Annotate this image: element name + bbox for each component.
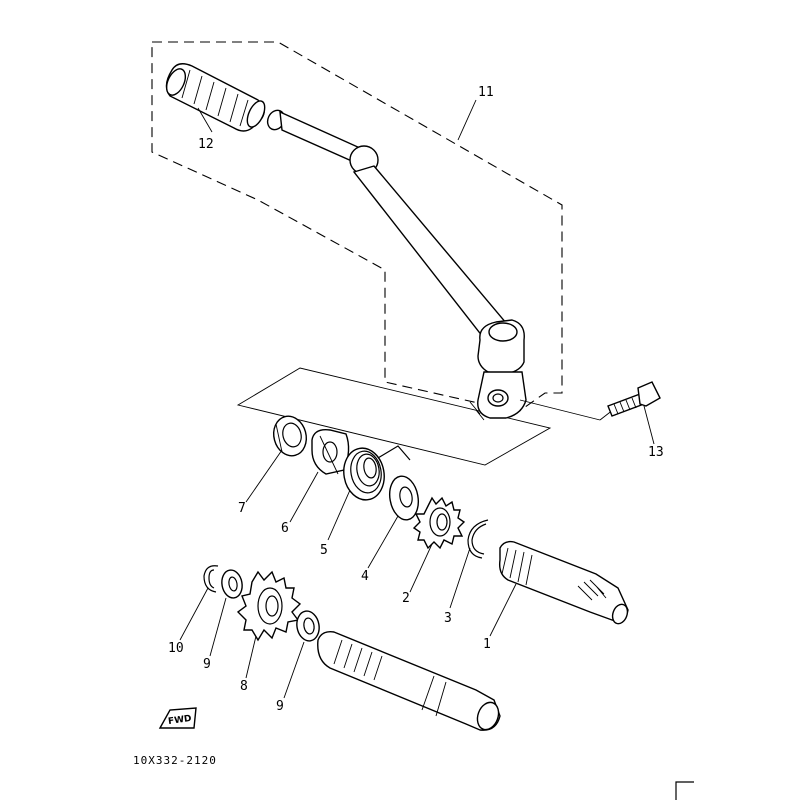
shaft-assembly-plane: [236, 367, 552, 466]
crank-bolt: [519, 381, 661, 421]
part-4-washer: [388, 475, 420, 521]
part-7-seal: [273, 415, 307, 457]
kick-grip: [165, 63, 266, 132]
label-part-12: 12: [198, 137, 214, 152]
part-5-torsion-spring: [343, 445, 411, 501]
label-part-13: 13: [648, 445, 664, 460]
label-part-9-lower: 9: [276, 699, 284, 714]
label-part-2: 2: [402, 591, 410, 606]
part-3-circlip: [467, 519, 489, 559]
part-8-idle-gear: [236, 570, 302, 642]
fwd-arrow-badge: FWD: [158, 707, 197, 729]
part-1-kick-axle: [498, 540, 629, 625]
part-2-kick-gear: [412, 496, 466, 550]
leader-lines: [179, 99, 655, 699]
kick-crank-arm: [266, 109, 527, 421]
label-part-8: 8: [240, 679, 248, 694]
diagram-code: 10X332-2120: [133, 754, 217, 767]
corner-mark: [675, 781, 694, 800]
main-axle-shaft: [317, 630, 501, 731]
part-6-spring-guide: [311, 429, 350, 475]
label-part-5: 5: [320, 543, 328, 558]
label-part-1: 1: [483, 637, 491, 652]
label-part-9-upper: 9: [203, 657, 211, 672]
part-10-circlip: [203, 565, 219, 593]
label-part-7: 7: [238, 501, 246, 516]
svg-text:FWD: FWD: [168, 714, 193, 727]
label-part-6: 6: [281, 521, 289, 536]
part-9-washer-upper: [221, 569, 243, 599]
label-part-11: 11: [478, 85, 494, 100]
label-part-4: 4: [361, 569, 369, 584]
label-part-10: 10: [168, 641, 184, 656]
label-part-3: 3: [444, 611, 452, 626]
part-9-washer-lower: [296, 610, 320, 642]
